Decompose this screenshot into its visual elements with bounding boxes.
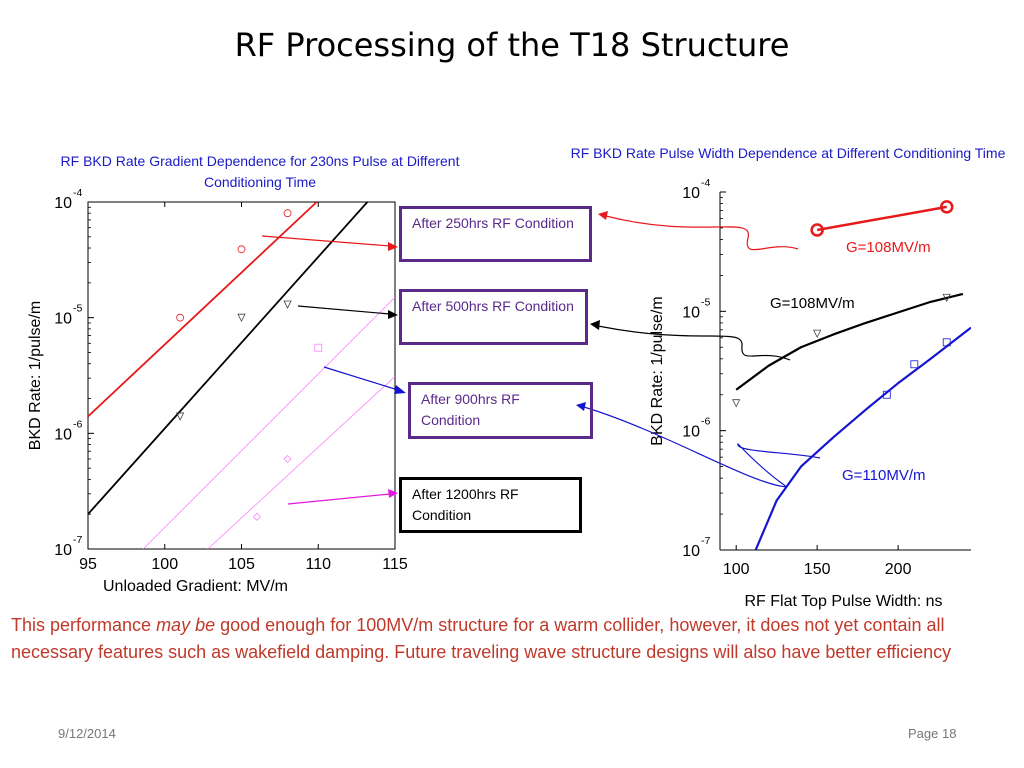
left-chart-series-line-2: [142, 297, 395, 549]
left-chart-ytick-label: 10: [54, 542, 72, 559]
annotation-g108-black: G=108MV/m: [770, 295, 855, 312]
left-chart-series-1-marker: [175, 412, 185, 421]
left-chart-series-3-marker: [252, 512, 261, 521]
right-chart-ytick-label: 10: [682, 185, 700, 202]
summary-text: This performance may be good enough for …: [11, 612, 1011, 666]
slide-title: RF Processing of the T18 Structure: [234, 26, 790, 64]
left-chart-ytick-label: 10: [54, 311, 72, 328]
left-chart-ytick-exponent: -6: [73, 418, 83, 430]
box-250hrs: After 250hrs RF Condition: [399, 206, 592, 262]
right-chart-series-line-0: [816, 205, 947, 232]
left-chart-xtick-label: 105: [228, 556, 255, 573]
left-chart-series-line-3: [207, 376, 395, 549]
left-chart-series-0-marker: [283, 209, 292, 218]
arrow-1200hrs: [287, 489, 398, 505]
arrow-900hrs: [323, 366, 406, 394]
slide-date: 9/12/2014: [58, 726, 116, 741]
left-chart-ytick-label: 10: [54, 426, 72, 443]
arrow-right-blue: [576, 402, 821, 488]
right-chart-ytick-label: 10: [682, 543, 700, 560]
left-chart-series-3-marker: [283, 454, 292, 464]
right-chart-ytick-exponent: -4: [701, 177, 711, 189]
box-1200hrs-label: After 1200hrs RF Condition: [412, 486, 519, 523]
box-900hrs: After 900hrs RF Condition: [408, 382, 593, 439]
right-chart-series-1-marker: [942, 293, 951, 303]
right-chart-y-axis-label: BKD Rate: 1/pulse/m: [649, 296, 666, 445]
slide-page-number: Page 18: [908, 726, 957, 741]
right-chart-ytick-label: 10: [682, 424, 700, 441]
right-chart-xtick-label: 100: [723, 561, 750, 578]
left-chart-xtick-label: 110: [305, 556, 331, 573]
left-chart-ytick-exponent: -4: [73, 187, 83, 199]
annotation-g110-blue: G=110MV/m: [842, 467, 926, 484]
left-chart-series-0-marker: [176, 313, 185, 322]
left-chart-ytick-exponent: -5: [73, 303, 83, 315]
box-1200hrs: After 1200hrs RF Condition: [399, 477, 582, 533]
arrow-500hrs: [297, 305, 398, 319]
right-chart-ytick-label: 10: [682, 304, 700, 321]
left-chart-series-1-marker: [237, 313, 246, 323]
box-500hrs-label: After 500hrs RF Condition: [412, 298, 574, 314]
right-chart-series-1-marker: [732, 399, 741, 408]
left-chart-series-line-1: [88, 202, 369, 515]
annotation-g108-red: G=108MV/m: [846, 239, 931, 256]
left-chart-x-axis-label: Unloaded Gradient: MV/m: [103, 578, 288, 595]
right-chart-series-0-marker: [810, 223, 824, 237]
summary-emphasis: may be: [156, 615, 216, 635]
right-chart-x-axis-label: RF Flat Top Pulse Width: ns: [745, 593, 943, 610]
left-chart-y-axis-label: BKD Rate: 1/pulse/m: [27, 301, 44, 450]
right-chart-series-2-marker: [910, 360, 919, 369]
left-chart-series-2-marker: [314, 343, 323, 352]
right-chart-ytick-exponent: -5: [701, 296, 711, 308]
box-250hrs-label: After 250hrs RF Condition: [412, 215, 574, 231]
right-chart-series-2-marker: [882, 390, 891, 399]
arrow-right-red: [598, 211, 799, 251]
right-chart-caption: RF BKD Rate Pulse Width Dependence at Di…: [570, 145, 1006, 161]
left-chart-xtick-label: 100: [151, 556, 178, 573]
right-chart-xtick-label: 150: [804, 561, 831, 578]
right-chart-series-1-marker: [813, 329, 822, 339]
left-chart-series-1-marker: [283, 300, 292, 309]
right-chart-series-line-2: [754, 326, 971, 550]
left-chart-xtick-label: 95: [79, 556, 97, 573]
summary-pre: This performance: [11, 615, 157, 635]
right-chart-series-line-1: [735, 292, 964, 391]
left-chart-caption: RF BKD Rate Gradient Dependence for 230n…: [60, 153, 460, 190]
summary-post: good enough for 100MV/m structure for a …: [11, 615, 952, 662]
right-chart-ytick-exponent: -7: [701, 535, 711, 547]
left-chart-series-0-marker: [237, 245, 246, 254]
right-chart-series-0-marker: [939, 200, 954, 214]
box-900hrs-label: After 900hrs RF Condition: [421, 391, 520, 428]
right-chart-ytick-exponent: -6: [701, 416, 711, 428]
left-chart-ytick-label: 10: [54, 195, 72, 212]
box-500hrs: After 500hrs RF Condition: [399, 289, 588, 345]
left-chart-ytick-exponent: -7: [73, 534, 83, 546]
right-chart-series-2-marker: [942, 338, 951, 347]
right-chart-xtick-label: 200: [885, 561, 912, 578]
arrow-right-black: [590, 320, 791, 361]
left-plot-area: [87, 201, 396, 550]
arrow-250hrs: [261, 235, 398, 251]
left-chart-xtick-label: 115: [382, 556, 408, 573]
